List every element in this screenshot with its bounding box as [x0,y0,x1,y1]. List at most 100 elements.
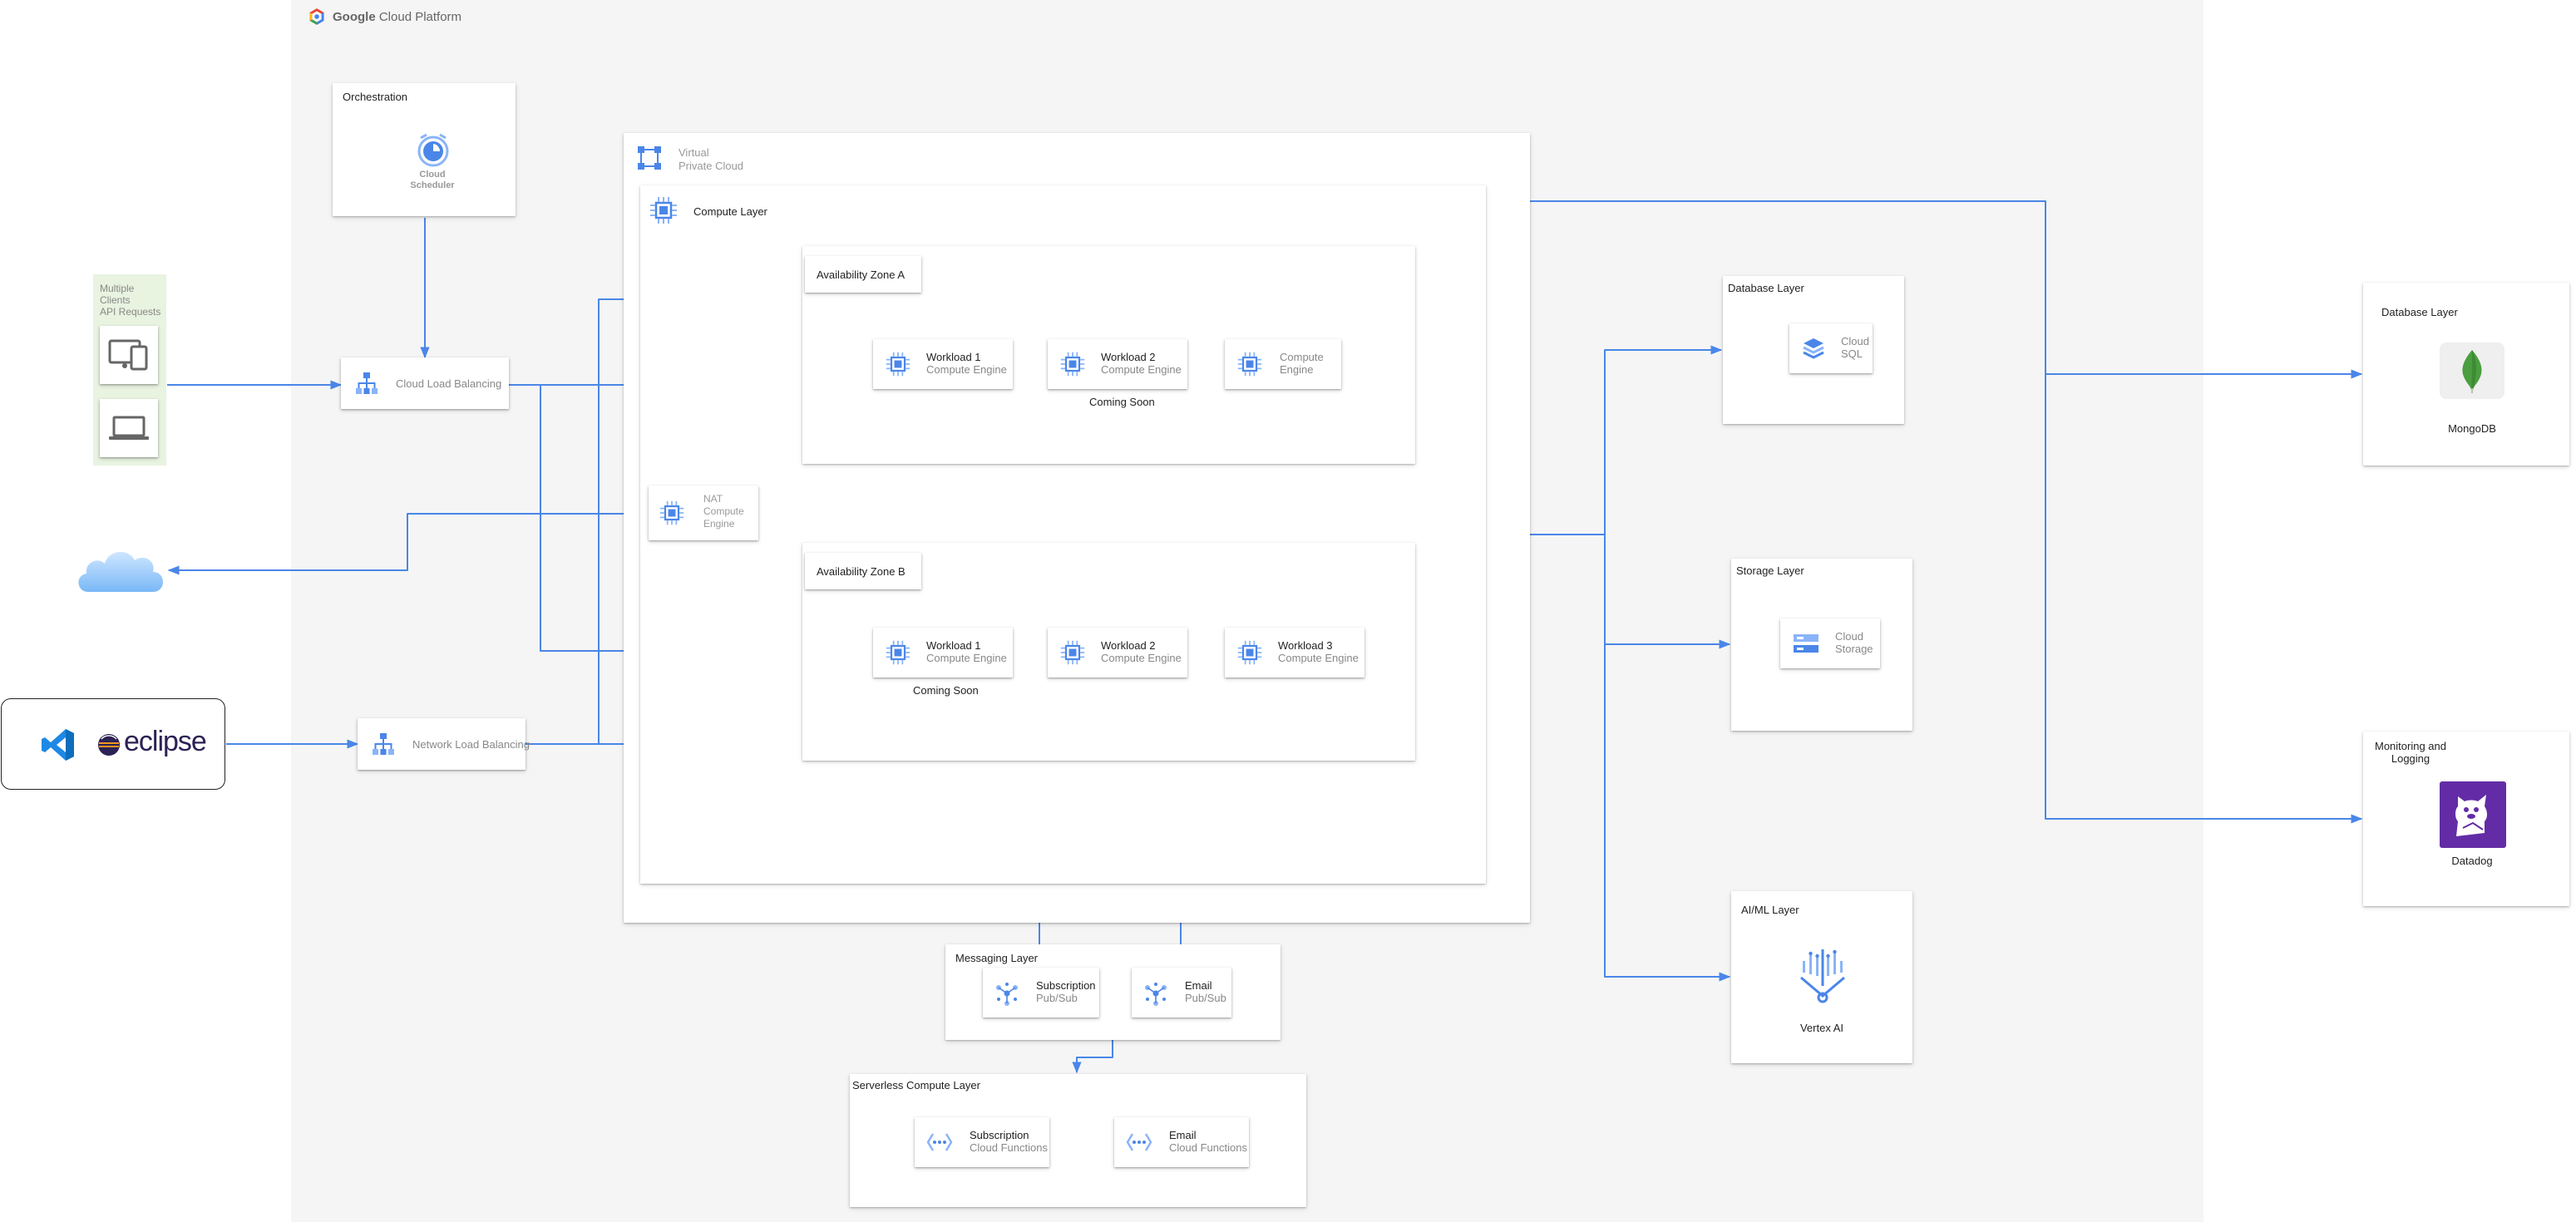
gcp-header: Google Cloud Platform [308,7,474,26]
database-layer-panel: Database Layer Cloud SQL [1723,276,1904,424]
serverless-layer-title: Serverless Compute Layer [852,1079,980,1091]
edge-bus-to-database [1604,345,1723,535]
cloud-scheduler-icon [417,133,449,167]
aiml-layer-title: AI/ML Layer [1741,904,1799,916]
zone-a-workload-2-name: Workload 2 [1101,351,1156,363]
network-lb-label: Network Load Balancing [412,738,530,751]
email-function-node[interactable]: Email Cloud Functions [1114,1117,1249,1167]
email-pubsub-name: Email [1185,979,1212,992]
subscription-function-node[interactable]: Subscription Cloud Functions [915,1117,1049,1167]
zone-b-workload-3-name: Workload 3 [1278,639,1333,652]
email-function-name: Email [1169,1129,1197,1141]
gcp-platform-name: Cloud Platform [378,10,462,24]
nat-label-2: Compute [703,505,744,517]
monitoring-title-2: Logging [2391,752,2430,765]
edge-messaging-to-serverless [1072,1040,1113,1074]
zone-a-title-card: Availability Zone A [805,256,921,293]
nat-label-1: NAT [703,493,723,505]
laptop-icon [109,416,149,440]
eclipse-logo-icon [98,734,120,756]
zone-b-workload-1[interactable]: Workload 1 Compute Engine [873,628,1013,678]
compute-engine-icon [1237,640,1262,665]
gcp-brand: Google [333,10,376,24]
vpc-label-2: Private Cloud [679,160,744,172]
zone-b-workload-3-sub: Compute Engine [1278,652,1359,664]
zone-a-workload-2[interactable]: Workload 2 Compute Engine [1048,339,1187,389]
vertex-ai-label: Vertex AI [1799,1022,1844,1034]
zone-a-workload-1[interactable]: Workload 1 Compute Engine [873,339,1013,389]
datadog-label: Datadog [2451,855,2493,867]
email-pubsub-node[interactable]: Email Pub/Sub [1132,968,1231,1018]
cloud-sql-icon [1803,338,1824,359]
aiml-layer-panel: AI/ML Layer Vertex AI [1731,891,1912,1063]
availability-zone-b: Availability Zone B Workload 1 Compute E… [802,543,1415,761]
serverless-layer-panel: Serverless Compute Layer Subscription Cl… [850,1074,1306,1207]
vpc-icon [638,146,661,170]
messaging-layer-title: Messaging Layer [955,952,1038,964]
zone-a-compute-engine[interactable]: Compute Engine [1225,339,1341,389]
zone-a-workload-1-sub: Compute Engine [926,363,1007,376]
zone-b-workload-1-sub: Compute Engine [926,652,1007,664]
client-devices-card[interactable] [100,326,158,384]
subscription-function-sub: Cloud Functions [970,1141,1048,1154]
edge-vpc-to-monitoring [2045,374,2363,824]
compute-engine-icon [1237,352,1262,377]
internet-cloud-icon [78,551,163,592]
zone-b-workload-3[interactable]: Workload 3 Compute Engine [1225,628,1364,678]
mongodb-icon [2462,350,2482,393]
zone-b-workload-2[interactable]: Workload 2 Compute Engine [1048,628,1187,678]
cloud-load-balancing-node[interactable]: Cloud Load Balancing [341,357,509,409]
load-balancer-icon [356,372,378,394]
zone-a-ce-sub-2: Engine [1280,363,1314,376]
eclipse-label: eclipse [124,726,207,757]
mongodb-tile [2440,342,2504,399]
clients-label-1: Multiple [100,283,135,294]
pubsub-icon [996,983,1018,1006]
subscription-pubsub-node[interactable]: Subscription Pub/Sub [983,968,1099,1018]
cloud-storage-node[interactable]: Cloud Storage [1780,618,1880,668]
gcp-logo-icon [309,8,324,25]
zone-a-workload-1-name: Workload 1 [926,351,981,363]
datadog-icon [2455,795,2487,836]
zone-b-workload-1-name: Workload 1 [926,639,981,652]
orchestration-title: Orchestration [343,91,408,103]
cloud-scheduler-label-1: Cloud [419,170,446,180]
cloud-lb-label: Cloud Load Balancing [396,377,502,390]
database-layer-title: Database Layer [1728,282,1804,294]
subscription-pubsub-name: Subscription [1036,979,1096,992]
vertex-ai-icon [1800,949,1845,1003]
client-laptop-card[interactable] [100,399,158,457]
zone-a-ce-sub-1: Compute [1280,351,1324,363]
zone-a-workload-2-sub: Compute Engine [1101,363,1182,376]
subscription-function-name: Subscription [970,1129,1029,1141]
zone-b-title: Availability Zone B [817,565,906,578]
zone-a-coming-soon: Coming Soon [1089,396,1155,408]
orchestration-panel: Orchestration Cloud Scheduler [333,83,516,216]
pubsub-icon [1145,983,1167,1006]
cloud-functions-icon [926,1133,953,1151]
zone-a-title: Availability Zone A [817,269,905,281]
monitoring-panel: Monitoring and Logging Datadog [2363,732,2569,906]
clients-label-2: Clients [100,294,131,306]
devices-icon [108,339,148,371]
external-database-panel: Database Layer MongoDB [2363,283,2569,466]
vpc-label-1: Virtual [679,146,709,159]
cloud-sql-node[interactable]: Cloud SQL [1789,323,1873,373]
nat-node[interactable]: NAT Compute Engine [649,485,758,540]
edge-bus-to-storage [1604,535,1731,649]
storage-layer-panel: Storage Layer Cloud Storage [1731,559,1912,731]
nat-label-3: Engine [703,518,735,530]
mongodb-label: MongoDB [2448,422,2496,435]
compute-engine-icon [650,197,677,224]
monitoring-title-1: Monitoring and [2375,740,2446,752]
external-database-title: Database Layer [2381,306,2458,318]
edge-bus-to-aiml [1604,644,1731,982]
compute-engine-icon [1060,352,1085,377]
cloud-storage-label-1: Cloud [1835,630,1863,643]
load-balancer-icon [373,733,394,755]
compute-layer-title: Compute Layer [693,205,767,218]
availability-zone-a: Availability Zone A Workload 1 Compute E… [802,246,1415,464]
compute-engine-icon [1060,640,1085,665]
network-load-balancing-node[interactable]: Network Load Balancing [358,718,530,770]
datadog-tile [2440,781,2506,848]
